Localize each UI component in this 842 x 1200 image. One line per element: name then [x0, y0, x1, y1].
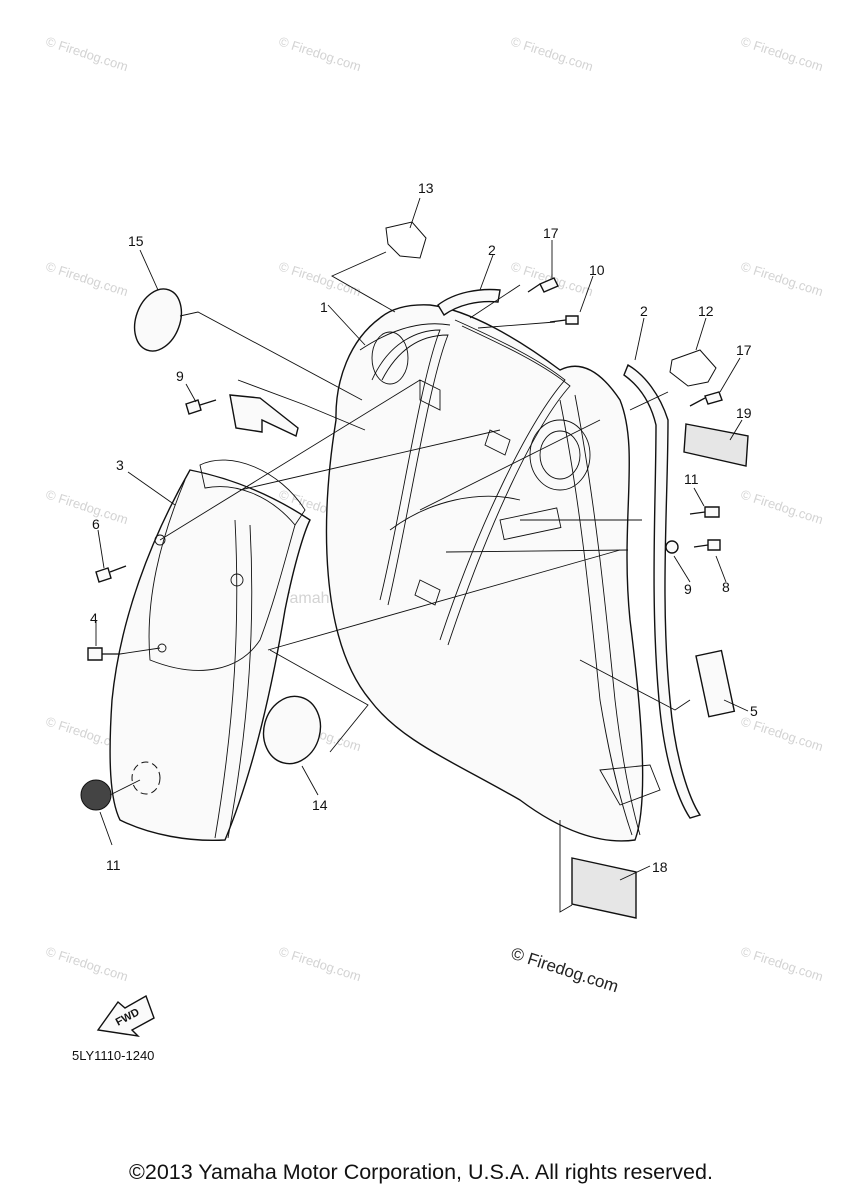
watermark: © Firedog.com — [739, 34, 825, 75]
watermark: © Firedog.com — [739, 944, 825, 985]
watermark: © Firedog.com — [277, 34, 363, 75]
callout: 8 — [722, 579, 730, 595]
weatherstrip-top — [437, 288, 501, 317]
watermark: © Firedog.com — [44, 487, 130, 528]
callout: 3 — [116, 457, 124, 473]
callout: 19 — [736, 405, 752, 421]
clip-14 — [385, 221, 427, 259]
clip-13 — [669, 349, 717, 387]
callout: 6 — [92, 516, 100, 532]
callout: 10 — [589, 262, 605, 278]
watermark: © Firedog.com — [44, 34, 130, 75]
weatherstrip-right — [623, 363, 702, 819]
leg-shield-body — [325, 304, 661, 842]
callout: 11 — [106, 857, 121, 873]
watermark: © Firedog.com — [509, 34, 595, 75]
callout: 5 — [750, 703, 758, 719]
watermark: © Firedog.com — [739, 487, 825, 528]
callout: 2 — [488, 242, 496, 258]
diagram-part-number: 5LY1110-1240 — [72, 1048, 154, 1063]
callout: 14 — [312, 797, 328, 813]
callout: 17 — [543, 225, 559, 241]
callout: 17 — [736, 342, 752, 358]
fwd-arrow: FWD — [96, 994, 155, 1038]
label-18 — [571, 857, 637, 919]
callout: 18 — [652, 859, 668, 875]
leader-lines — [95, 197, 749, 913]
callout: 1 — [320, 299, 328, 315]
screws — [87, 277, 723, 661]
inner-panel — [109, 459, 311, 842]
watermark: © Firedog.com — [739, 714, 825, 755]
watermark: © Firedog.com — [277, 259, 363, 300]
callout: 9 — [684, 581, 692, 597]
callout: 11 — [684, 471, 699, 487]
cap-16 — [133, 288, 183, 352]
callout: 12 — [698, 303, 714, 319]
copyright-notice: ©2013 Yamaha Motor Corporation, U.S.A. A… — [129, 1160, 713, 1184]
pad-5 — [695, 649, 736, 718]
callout: 9 — [176, 368, 184, 384]
label-19 — [683, 423, 749, 467]
callout: 2 — [640, 303, 648, 319]
watermark-main: © Firedog.com — [509, 944, 621, 997]
cap-15 — [262, 695, 322, 765]
emblem-11 — [80, 779, 112, 811]
bracket-10 — [229, 394, 299, 437]
callout: 4 — [90, 610, 98, 626]
watermark: © Firedog.com — [44, 944, 130, 985]
watermark: © Firedog.com — [277, 944, 363, 985]
watermark: © Firedog.com — [739, 259, 825, 300]
callout-labels: 13 15 17 2 10 1 2 12 17 9 19 3 11 6 9 8 … — [90, 180, 758, 875]
callout: 13 — [418, 180, 434, 196]
watermark: © Firedog.com — [44, 259, 130, 300]
callout: 15 — [128, 233, 144, 249]
